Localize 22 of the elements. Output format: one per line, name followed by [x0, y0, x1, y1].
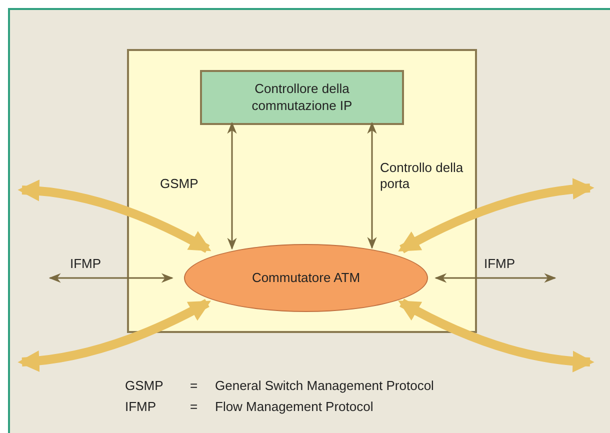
arrow — [227, 122, 237, 250]
double-arrow — [398, 298, 594, 372]
arrow — [367, 122, 377, 249]
legend-text: = — [190, 399, 198, 416]
legend-text: IFMP — [125, 399, 156, 416]
edge-label: IFMP — [484, 256, 516, 272]
legend-text: General Switch Management Protocol — [215, 378, 434, 394]
legend-text: GSMP — [125, 378, 164, 394]
edge-label: IFMP — [70, 256, 102, 272]
double-arrow — [18, 180, 212, 253]
legend-text: Flow Management Protocol — [215, 399, 374, 416]
double-arrow — [18, 298, 211, 372]
node-label: Controllore della commutazione IP — [250, 81, 354, 114]
legend-text: = — [190, 378, 198, 394]
system-box — [127, 49, 477, 333]
controller-box — [200, 70, 404, 125]
arrow — [48, 273, 174, 283]
arrow — [434, 273, 556, 283]
edge-label: Controllo della porta — [380, 160, 464, 192]
edge-label: GSMP — [160, 176, 200, 192]
node-label: Commutatore ATM — [250, 270, 362, 286]
double-arrow — [398, 178, 594, 254]
